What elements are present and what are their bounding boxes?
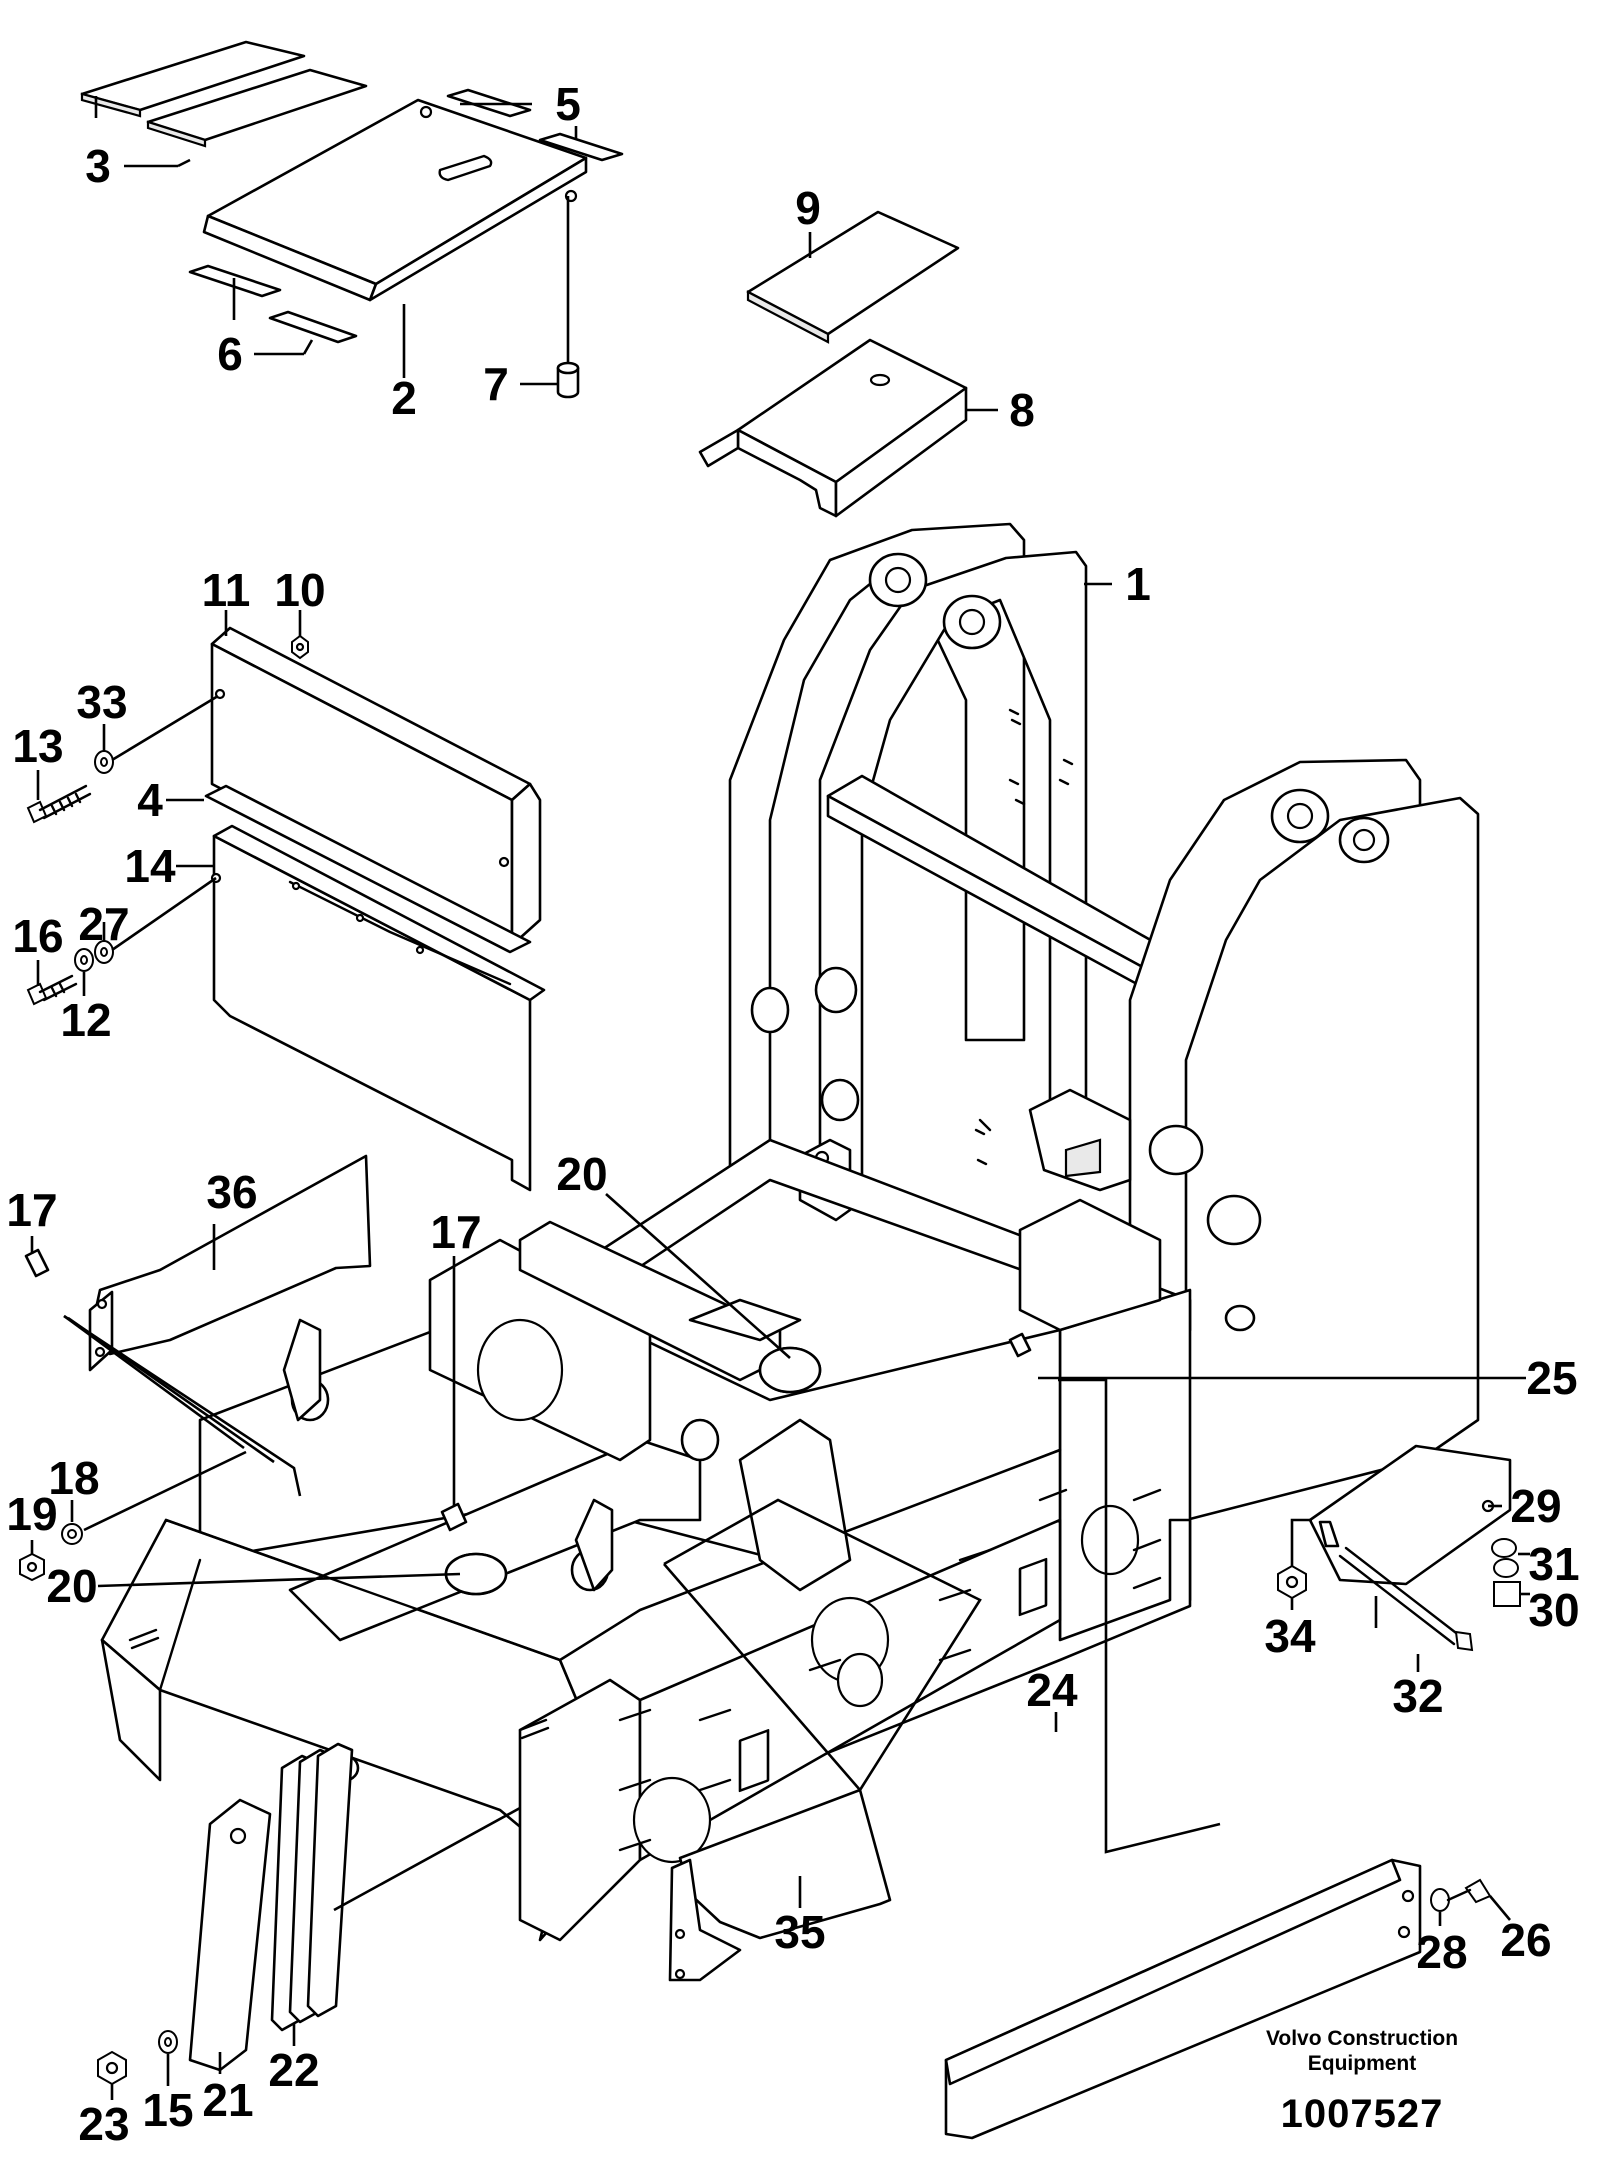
bracket-36 xyxy=(88,1154,372,1372)
callout-34: 34 xyxy=(1264,1610,1316,1662)
chassis-base xyxy=(100,1138,1192,1942)
drawing-number: 1007527 xyxy=(1280,2092,1444,2137)
leader-lines xyxy=(30,96,1530,2100)
clip-17b xyxy=(440,1502,468,1532)
callout-21: 21 xyxy=(202,2074,254,2126)
callout-20a: 20 xyxy=(556,1148,608,1200)
callout-28: 28 xyxy=(1416,1926,1468,1978)
bolt-26 xyxy=(1446,1878,1492,1904)
callout-35: 35 xyxy=(774,1906,826,1958)
plate-29 xyxy=(1308,1444,1512,1586)
pad-strip-5b xyxy=(538,132,624,162)
bolt-13 xyxy=(26,784,92,824)
washer-31 xyxy=(1491,1538,1517,1558)
publisher-line-1: Volvo Construction xyxy=(1265,2027,1459,2050)
callout-19: 19 xyxy=(6,1488,58,1540)
callout-25: 25 xyxy=(1526,1352,1578,1404)
callout-12: 12 xyxy=(60,994,112,1046)
washer-27 xyxy=(94,940,114,964)
callout-17b: 17 xyxy=(430,1206,482,1258)
callout-33: 33 xyxy=(76,676,128,728)
bracket-21 xyxy=(188,1798,272,2072)
callout-2: 2 xyxy=(391,372,417,424)
callout-1: 1 xyxy=(1125,558,1151,610)
shims-22 xyxy=(270,1742,354,2032)
floor-plate-2 xyxy=(202,98,588,302)
floor-mat-3b xyxy=(146,68,368,148)
washer-12 xyxy=(74,948,94,972)
callout-13: 13 xyxy=(12,720,64,772)
callout-32: 32 xyxy=(1392,1670,1444,1722)
callout-27: 27 xyxy=(78,898,130,950)
callout-22: 22 xyxy=(268,2044,320,2096)
washer-15 xyxy=(158,2030,178,2054)
nut-19 xyxy=(19,1552,45,1582)
bolt-16 xyxy=(26,974,78,1006)
callout-3: 3 xyxy=(85,140,111,192)
callout-7: 7 xyxy=(483,358,509,410)
callout-14: 14 xyxy=(124,840,176,892)
nut-23 xyxy=(97,2050,127,2086)
bolt-32 xyxy=(1318,1520,1474,1652)
pad-strip-6b xyxy=(268,310,358,344)
callout-11: 11 xyxy=(201,564,251,616)
callout-18: 18 xyxy=(48,1452,100,1504)
clip-25 xyxy=(1008,1332,1032,1358)
pad-9 xyxy=(746,210,960,344)
callout-9: 9 xyxy=(795,182,821,234)
callout-5: 5 xyxy=(555,78,581,130)
callout-36: 36 xyxy=(206,1166,258,1218)
callout-24: 24 xyxy=(1026,1664,1078,1716)
cover-24 xyxy=(944,1858,1422,2140)
main-frame-1 xyxy=(728,522,1480,1522)
cover-8 xyxy=(698,338,968,518)
bracket-35 xyxy=(668,1788,892,1982)
callout-10: 10 xyxy=(274,564,326,616)
callout-8: 8 xyxy=(1009,384,1035,436)
washer-28 xyxy=(1430,1888,1450,1912)
callout-30: 30 xyxy=(1528,1584,1580,1636)
callout-6: 6 xyxy=(217,328,243,380)
washer-33 xyxy=(94,750,114,774)
callout-31: 31 xyxy=(1528,1538,1580,1590)
callout-23: 23 xyxy=(78,2098,130,2150)
callout-29: 29 xyxy=(1510,1480,1562,1532)
callout-16: 16 xyxy=(12,910,64,962)
seal-strip-4 xyxy=(204,784,532,954)
callout-15: 15 xyxy=(142,2084,194,2136)
washer-18 xyxy=(61,1523,83,1545)
callout-17a: 17 xyxy=(6,1184,58,1236)
grommet-20 xyxy=(444,1346,822,1596)
side-panel-11 xyxy=(210,626,542,942)
publisher-block: Volvo Construction Equipment 1007527 xyxy=(1266,2026,1458,2134)
clip-17a xyxy=(24,1248,50,1278)
nut-34 xyxy=(1277,1564,1307,1600)
callout-26: 26 xyxy=(1500,1914,1552,1966)
spacer-7 xyxy=(556,361,580,399)
callout-20b: 20 xyxy=(46,1560,98,1612)
nut-10 xyxy=(291,634,309,660)
bolt-30 xyxy=(1493,1558,1521,1607)
publisher-line-2: Equipment xyxy=(1307,2052,1417,2076)
side-panel-14 xyxy=(210,824,546,1192)
callout-4: 4 xyxy=(137,774,163,826)
